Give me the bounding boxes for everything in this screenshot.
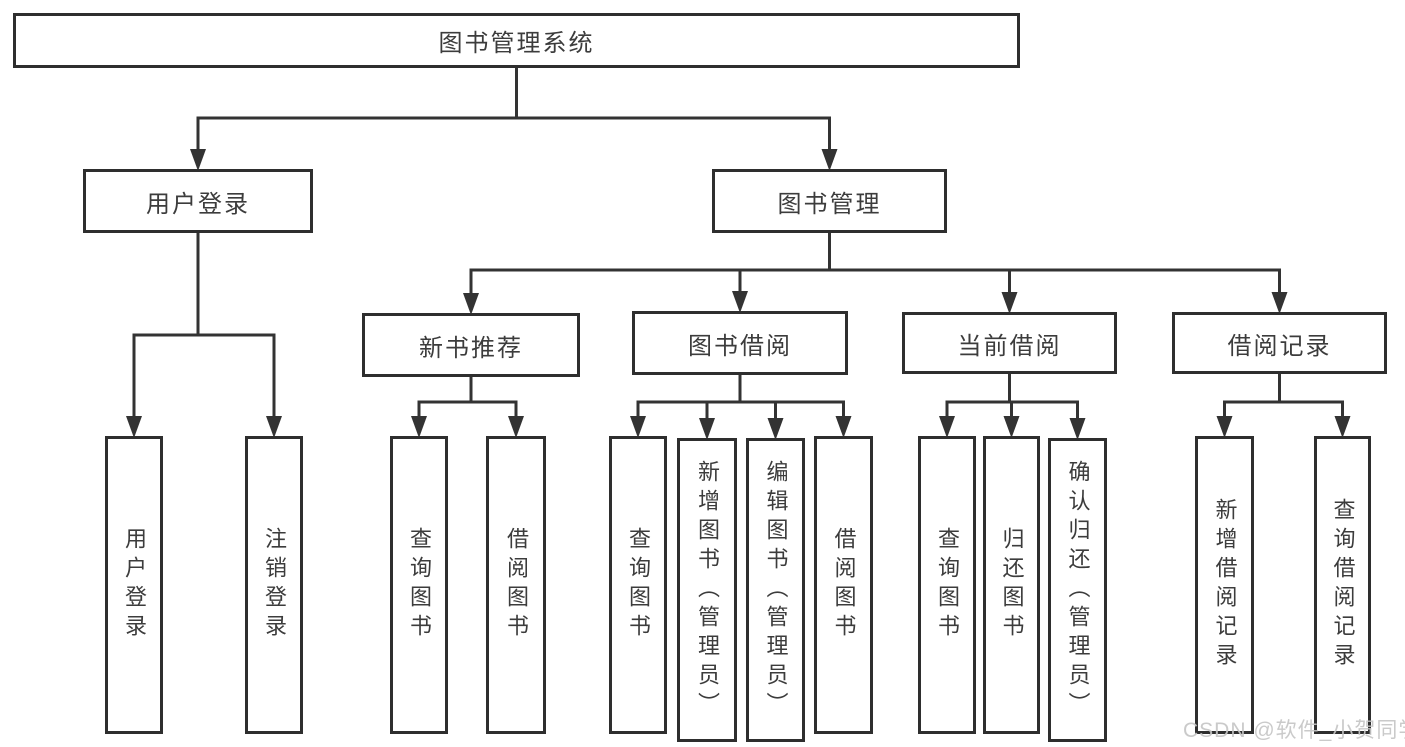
node-borrow-records: 借阅记录 [1172,312,1387,374]
leaf-label: 用户登录 [122,527,147,643]
node-label: 用户登录 [146,190,250,218]
csdn-watermark: CSDN @软件_小贺同学 [1183,719,1405,742]
node-label: 借阅记录 [1227,332,1332,360]
node-new-book-recommend: 新书推荐 [362,313,580,377]
leaf-confirm-return-admin: 确认归还（管理员） [1048,438,1107,742]
leaf-user-login: 用户登录 [105,436,163,734]
node-label: 新书推荐 [419,334,523,362]
node-book-borrow: 图书借阅 [632,311,848,375]
leaf-label: 借阅图书 [504,527,529,643]
leaf-query-books-borrow: 查询图书 [609,436,667,734]
leaf-label: 查询图书 [407,527,432,643]
leaf-label: 查询图书 [626,527,651,643]
node-user-login: 用户登录 [83,169,313,233]
node-label: 当前借阅 [957,332,1062,360]
node-current-borrow: 当前借阅 [902,312,1117,374]
leaf-query-borrow-record: 查询借阅记录 [1314,436,1371,734]
leaf-query-books-newbooks: 查询图书 [390,436,448,734]
leaf-add-books-admin: 新增图书（管理员） [677,438,737,742]
leaf-label: 确认归还（管理员） [1065,459,1091,721]
leaf-label: 查询图书 [935,527,960,643]
leaf-query-books-current: 查询图书 [918,436,976,734]
node-book-management: 图书管理 [712,169,947,233]
leaf-return-books: 归还图书 [983,436,1040,734]
leaf-label: 注销登录 [262,527,287,643]
leaf-borrow-books-borrow: 借阅图书 [814,436,873,734]
leaf-label: 归还图书 [999,527,1025,643]
leaf-label: 新增借阅记录 [1212,498,1238,672]
leaf-label: 查询借阅记录 [1330,498,1356,672]
node-label: 图书管理系统 [438,30,595,57]
leaf-add-borrow-record: 新增借阅记录 [1195,436,1254,734]
leaf-logout: 注销登录 [245,436,303,734]
leaf-label: 编辑图书（管理员） [763,459,789,721]
node-library-system-root: 图书管理系统 [13,13,1020,68]
leaf-edit-books-admin: 编辑图书（管理员） [746,438,805,742]
leaf-label: 新增图书（管理员） [695,459,720,721]
leaf-label: 借阅图书 [831,527,857,643]
node-label: 图书管理 [777,190,882,218]
node-label: 图书借阅 [688,332,792,360]
leaf-borrow-books-newbooks: 借阅图书 [486,436,546,734]
